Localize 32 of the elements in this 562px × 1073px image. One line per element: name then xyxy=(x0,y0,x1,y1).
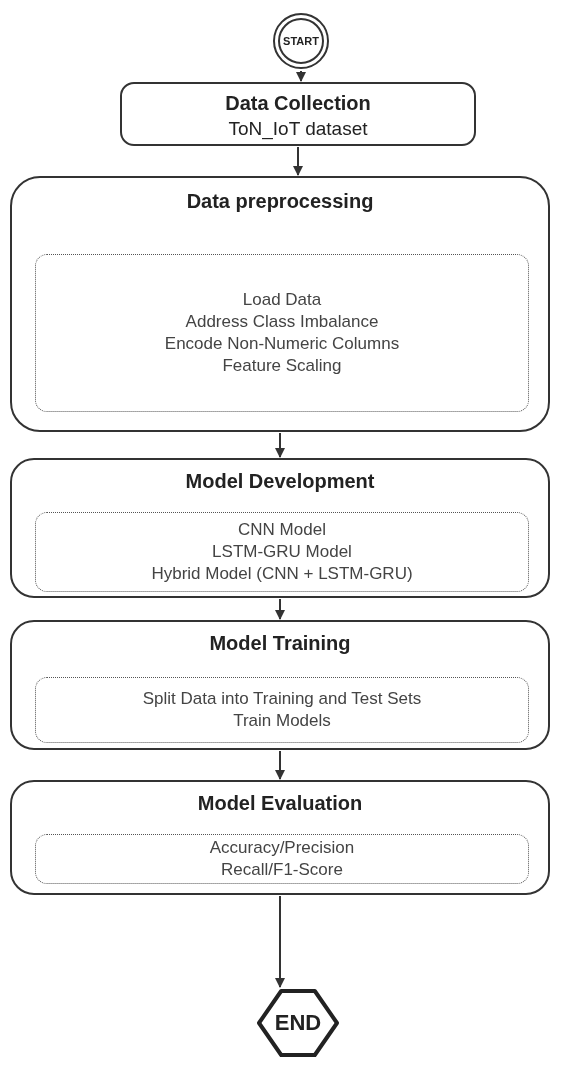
stage-title: Model Training xyxy=(209,631,351,656)
arrow xyxy=(275,750,285,780)
stage-title: Model Development xyxy=(185,469,375,494)
step-item: Recall/F1-Score xyxy=(221,859,343,881)
stage-title: Model Evaluation xyxy=(197,791,363,816)
step-item: Encode Non-Numeric Columns xyxy=(164,333,400,355)
step-item: Split Data into Training and Test Sets xyxy=(142,688,422,710)
arrow xyxy=(275,598,285,620)
arrow xyxy=(275,432,285,458)
process-box xyxy=(10,176,550,432)
process-box xyxy=(10,780,550,895)
step-item: Accuracy/Precision xyxy=(209,837,355,859)
arrow xyxy=(296,70,306,82)
step-item: LSTM-GRU Model xyxy=(212,541,352,563)
process-box xyxy=(10,620,550,750)
step-item: Feature Scaling xyxy=(222,355,342,377)
step-item: Load Data xyxy=(242,289,322,311)
terminal-label: START xyxy=(283,34,319,49)
arrow xyxy=(275,895,285,988)
stage-subtitle: ToN_IoT dataset xyxy=(228,117,368,142)
start-circle xyxy=(272,12,330,70)
end-hexagon xyxy=(256,988,340,1058)
step-item: Train Models xyxy=(233,710,331,732)
stage-title: Data Collection xyxy=(225,91,371,116)
process-box xyxy=(10,458,550,598)
step-item: Address Class Imbalance xyxy=(185,311,379,333)
process-box xyxy=(120,82,476,146)
step-item: Hybrid Model (CNN + LSTM-GRU) xyxy=(151,563,413,585)
terminal-label: END xyxy=(274,1012,322,1034)
stage-title: Data preprocessing xyxy=(186,189,374,214)
arrow xyxy=(293,146,303,176)
step-item: CNN Model xyxy=(238,519,326,541)
